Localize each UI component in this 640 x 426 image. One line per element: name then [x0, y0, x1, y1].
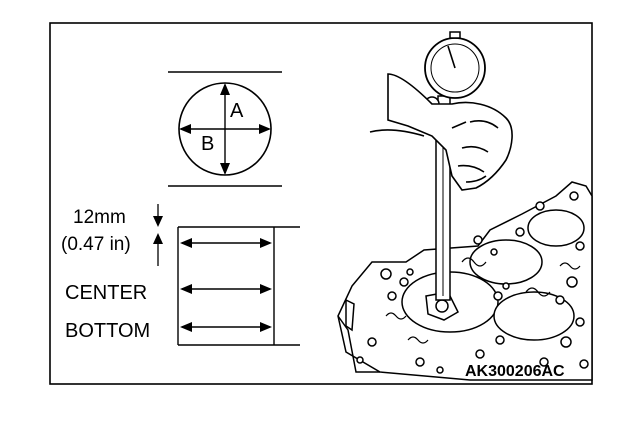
- offset-mm-label: 12mm: [73, 207, 126, 228]
- label-b: B: [201, 133, 214, 155]
- hand-icon: [369, 73, 513, 191]
- label-a: A: [230, 100, 244, 122]
- dial-needle: [447, 45, 456, 69]
- figure-id-label: AK300206AC: [465, 363, 565, 380]
- engine-block-icon: [337, 181, 593, 381]
- cylinder-bore-gauge-icon: [424, 31, 486, 321]
- measurement-levels: [153, 204, 300, 346]
- bore-cross-section: [168, 71, 282, 187]
- offset-in-label: (0.47 in): [61, 234, 131, 255]
- bottom-label: BOTTOM: [65, 320, 150, 342]
- center-label: CENTER: [65, 282, 147, 304]
